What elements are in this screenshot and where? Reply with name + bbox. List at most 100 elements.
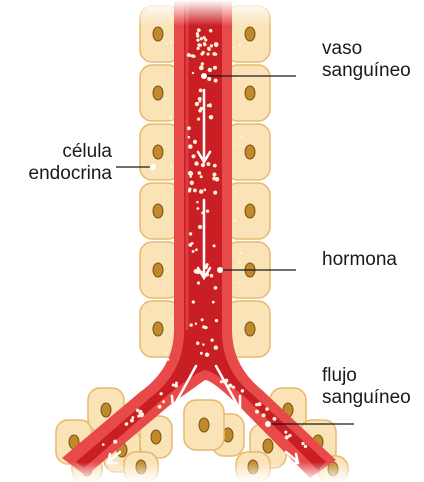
hormone-particle	[203, 42, 206, 45]
hormone-particle	[262, 413, 266, 417]
hormone-particle	[113, 440, 117, 444]
hormone-particle	[206, 52, 209, 55]
cell-nucleus	[153, 204, 163, 218]
hormone-particle	[214, 286, 218, 290]
hormone-particle	[208, 48, 211, 51]
hormone-particle	[215, 319, 218, 322]
hormone-particle	[172, 69, 174, 71]
cell-nucleus	[153, 263, 163, 277]
cell-nucleus	[245, 27, 255, 41]
hormone-particle	[206, 162, 210, 166]
hormone-particle	[202, 51, 205, 54]
hormone-particle	[238, 43, 240, 45]
endocrine-cell	[184, 400, 224, 450]
hormone-particle	[213, 164, 217, 168]
hormone-particle	[197, 118, 200, 121]
hormone-particle	[189, 323, 192, 326]
top-fade	[0, 0, 424, 26]
cell-nucleus	[151, 430, 161, 444]
cell-nucleus	[245, 86, 255, 100]
hormone-particle	[199, 189, 203, 193]
hormone-particle	[125, 422, 128, 425]
hormone-particle	[238, 77, 240, 79]
hormone-particle	[197, 47, 200, 50]
hormone-particle	[301, 442, 304, 445]
hormone-particle	[199, 89, 203, 93]
hormone-particle	[190, 181, 194, 185]
hormone-particle	[192, 154, 196, 158]
hormone-particle	[215, 177, 220, 182]
hormone-particle	[209, 115, 213, 119]
hormone-particle	[194, 161, 198, 165]
hormone-particle	[208, 68, 212, 72]
hormone-particle	[196, 32, 199, 35]
hormone-particle	[240, 252, 242, 254]
hormone-particle	[130, 419, 134, 423]
hormone-particle	[214, 345, 218, 349]
hormone-particle	[214, 79, 218, 83]
hormone-particle	[213, 66, 217, 70]
hormone-particle	[188, 136, 191, 139]
hormone-particle	[195, 102, 199, 106]
hormone-particle	[170, 166, 172, 168]
hormone-particle	[167, 342, 169, 344]
hormone-particle	[139, 413, 143, 417]
hormone-particle	[255, 410, 259, 414]
hormone-particle	[188, 188, 191, 191]
hormone-particle	[102, 443, 105, 446]
hormone-particle	[210, 274, 214, 278]
hormone-particle	[235, 191, 237, 193]
hormone-particle	[200, 37, 203, 40]
hormone-particle	[197, 207, 200, 210]
hormone-particle	[228, 384, 231, 387]
hormone-particle	[175, 381, 178, 384]
hormone-particle	[233, 46, 235, 48]
hormone-particle	[162, 400, 165, 403]
hormone-particle	[212, 301, 215, 304]
hormone-particle	[166, 43, 168, 45]
hormone-particle	[213, 244, 216, 247]
hormone-particle	[192, 300, 195, 303]
hormone-particle	[172, 383, 175, 386]
label-celula-endocrina: célula endocrina	[20, 141, 112, 185]
hormone-particle	[210, 44, 213, 47]
hormone-particle	[209, 29, 212, 32]
hormone-particle	[198, 97, 202, 101]
hormone-particle	[197, 171, 201, 175]
bottom-fade	[0, 462, 424, 482]
cell-nucleus	[153, 145, 163, 159]
hormone-particle	[233, 219, 235, 221]
hormone-particle	[201, 318, 204, 321]
hormone-particle	[273, 417, 277, 421]
hormone-particle	[203, 188, 206, 191]
hormone-particle	[234, 143, 236, 145]
cell-nucleus	[245, 145, 255, 159]
hormone-particle	[193, 140, 197, 144]
hormone-particle	[213, 191, 217, 195]
hormone-particle	[207, 77, 211, 81]
hormone-particle	[193, 55, 196, 58]
hormone-particle	[240, 136, 242, 138]
hormone-particle	[201, 62, 204, 65]
hormone-particle	[204, 38, 207, 41]
hormone-particle	[241, 389, 245, 393]
hormone-particle	[158, 405, 162, 409]
hormone-particle	[200, 175, 203, 178]
hormone-particle	[197, 28, 201, 32]
cell-nucleus	[245, 322, 255, 336]
cell-nucleus	[153, 86, 163, 100]
hormone-particle	[131, 416, 134, 419]
cell-nucleus	[245, 204, 255, 218]
hormone-particle	[284, 431, 287, 434]
hormone-particle	[165, 97, 167, 99]
hormone-particle	[204, 326, 207, 329]
hormone-particle	[232, 386, 235, 389]
hormone-particle	[304, 445, 307, 448]
hormone-particle	[192, 250, 195, 253]
hormone-particle	[206, 353, 209, 356]
cell-nucleus	[101, 403, 111, 417]
cell-nucleus	[153, 322, 163, 336]
hormone-particle	[167, 270, 169, 272]
hormone-particle	[197, 281, 200, 284]
hormone-particle	[214, 42, 219, 47]
